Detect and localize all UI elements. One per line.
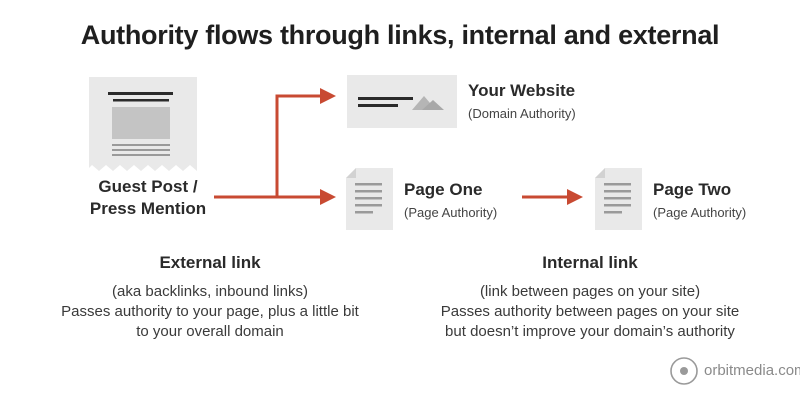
external-line-2: Passes authority to your page, plus a li…: [61, 303, 359, 320]
document-icon: [595, 168, 642, 230]
document-icon: [346, 168, 393, 230]
internal-line-1: (link between pages on your site): [479, 283, 701, 300]
arrowhead: [567, 189, 583, 205]
internal-link-heading: Internal link: [542, 253, 638, 272]
internal-line-2: Passes authority between pages on your s…: [440, 303, 740, 320]
website-icon: [347, 75, 457, 128]
page-two-subtitle: (Page Authority): [653, 205, 747, 220]
guest-post-label-line2: Press Mention: [89, 199, 207, 218]
page-one-title: Page One: [404, 180, 483, 199]
external-link-arrows: [214, 94, 322, 199]
external-link-heading: External link: [159, 253, 261, 272]
guest-post-label: Guest Post / Press Mention: [78, 176, 218, 220]
external-line-1: (aka backlinks, inbound links): [112, 283, 308, 300]
website-subtitle: (Domain Authority): [468, 106, 576, 121]
external-line-3: to your overall domain: [136, 323, 284, 340]
page-one-subtitle: (Page Authority): [404, 205, 498, 220]
website-title: Your Website: [468, 81, 576, 100]
guest-post-label-line1: Guest Post /: [98, 177, 198, 196]
internal-line-3: but doesn’t improve your domain’s author…: [445, 323, 735, 340]
newspaper-icon: [89, 77, 197, 171]
brand-text: orbitmedia.com: [704, 362, 800, 379]
arrowhead: [320, 189, 336, 205]
arrowhead: [320, 88, 336, 104]
diagram-title: Authority flows through links, internal …: [80, 20, 720, 50]
external-link-description: (aka backlinks, inbound links) Passes au…: [10, 282, 410, 342]
page-two-title: Page Two: [653, 180, 732, 199]
orbit-logo-icon: [670, 357, 698, 385]
internal-link-description: (link between pages on your site) Passes…: [390, 282, 790, 342]
